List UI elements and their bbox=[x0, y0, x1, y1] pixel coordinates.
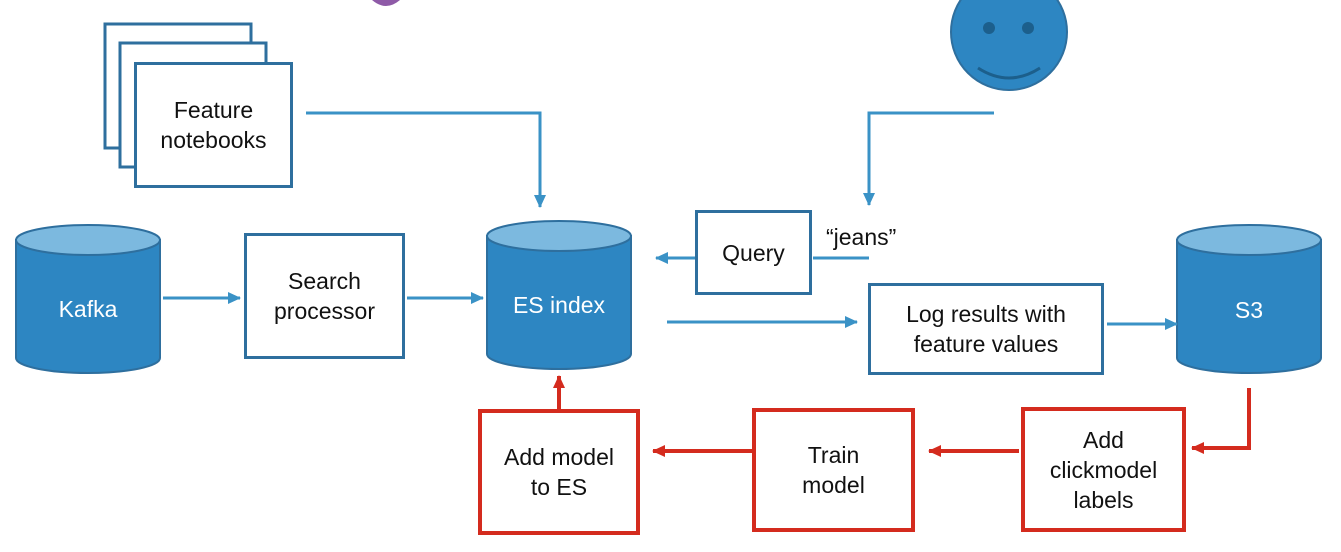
arrow-notebooks-to-es bbox=[306, 111, 546, 208]
smiley-face-icon bbox=[950, 0, 1068, 91]
s3-cylinder bbox=[1176, 224, 1322, 374]
kafka-cylinder bbox=[15, 224, 161, 374]
add-model-box: Add model to ES bbox=[478, 409, 640, 535]
train-model-box: Train model bbox=[752, 408, 915, 532]
arrow-s3-to-clickmodel bbox=[1191, 388, 1251, 454]
add-clickmodel-label: Add clickmodel labels bbox=[1049, 426, 1158, 513]
feature-notebooks-box: Feature notebooks bbox=[134, 62, 293, 188]
feature-notebooks-label: Feature notebooks bbox=[160, 97, 267, 153]
add-clickmodel-box: Add clickmodel labels bbox=[1021, 407, 1186, 532]
arrow-user-to-query bbox=[863, 111, 994, 206]
log-results-label: Log results with feature values bbox=[906, 301, 1066, 357]
partial-purple-shape bbox=[372, 0, 400, 6]
query-box: Query bbox=[695, 210, 812, 295]
search-processor-box: Search processor bbox=[244, 233, 405, 359]
query-text-label: “jeans” bbox=[826, 224, 897, 250]
add-model-label: Add model to ES bbox=[504, 444, 614, 500]
es-index-label: ES index bbox=[512, 292, 606, 318]
kafka-label: Kafka bbox=[58, 296, 118, 322]
s3-label: S3 bbox=[1234, 297, 1264, 323]
train-model-label: Train model bbox=[802, 442, 865, 498]
log-results-box: Log results with feature values bbox=[868, 283, 1104, 375]
query-label: Query bbox=[722, 239, 785, 266]
search-processor-label: Search processor bbox=[274, 268, 375, 324]
es-index-cylinder bbox=[486, 220, 632, 370]
